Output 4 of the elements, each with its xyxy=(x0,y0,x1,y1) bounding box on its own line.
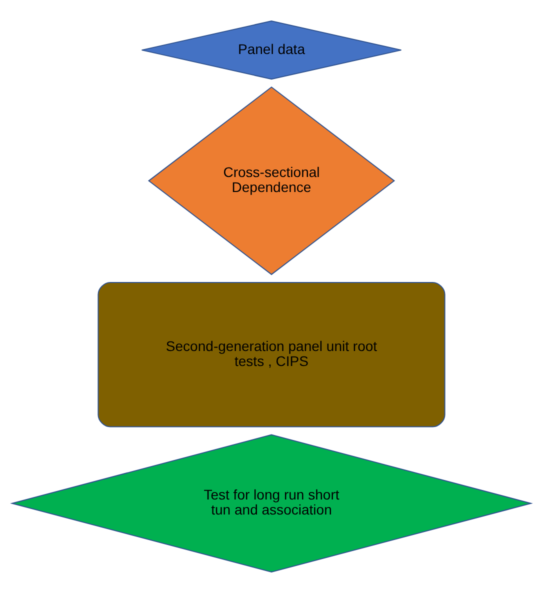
node-diamond: Panel data xyxy=(141,20,402,80)
node-box: Second-generation panel unit root tests , CIPS xyxy=(98,281,446,427)
node-diamond: Cross-sectional Dependence xyxy=(148,86,396,275)
node-diamond: Test for long run short tun and association xyxy=(10,434,533,572)
